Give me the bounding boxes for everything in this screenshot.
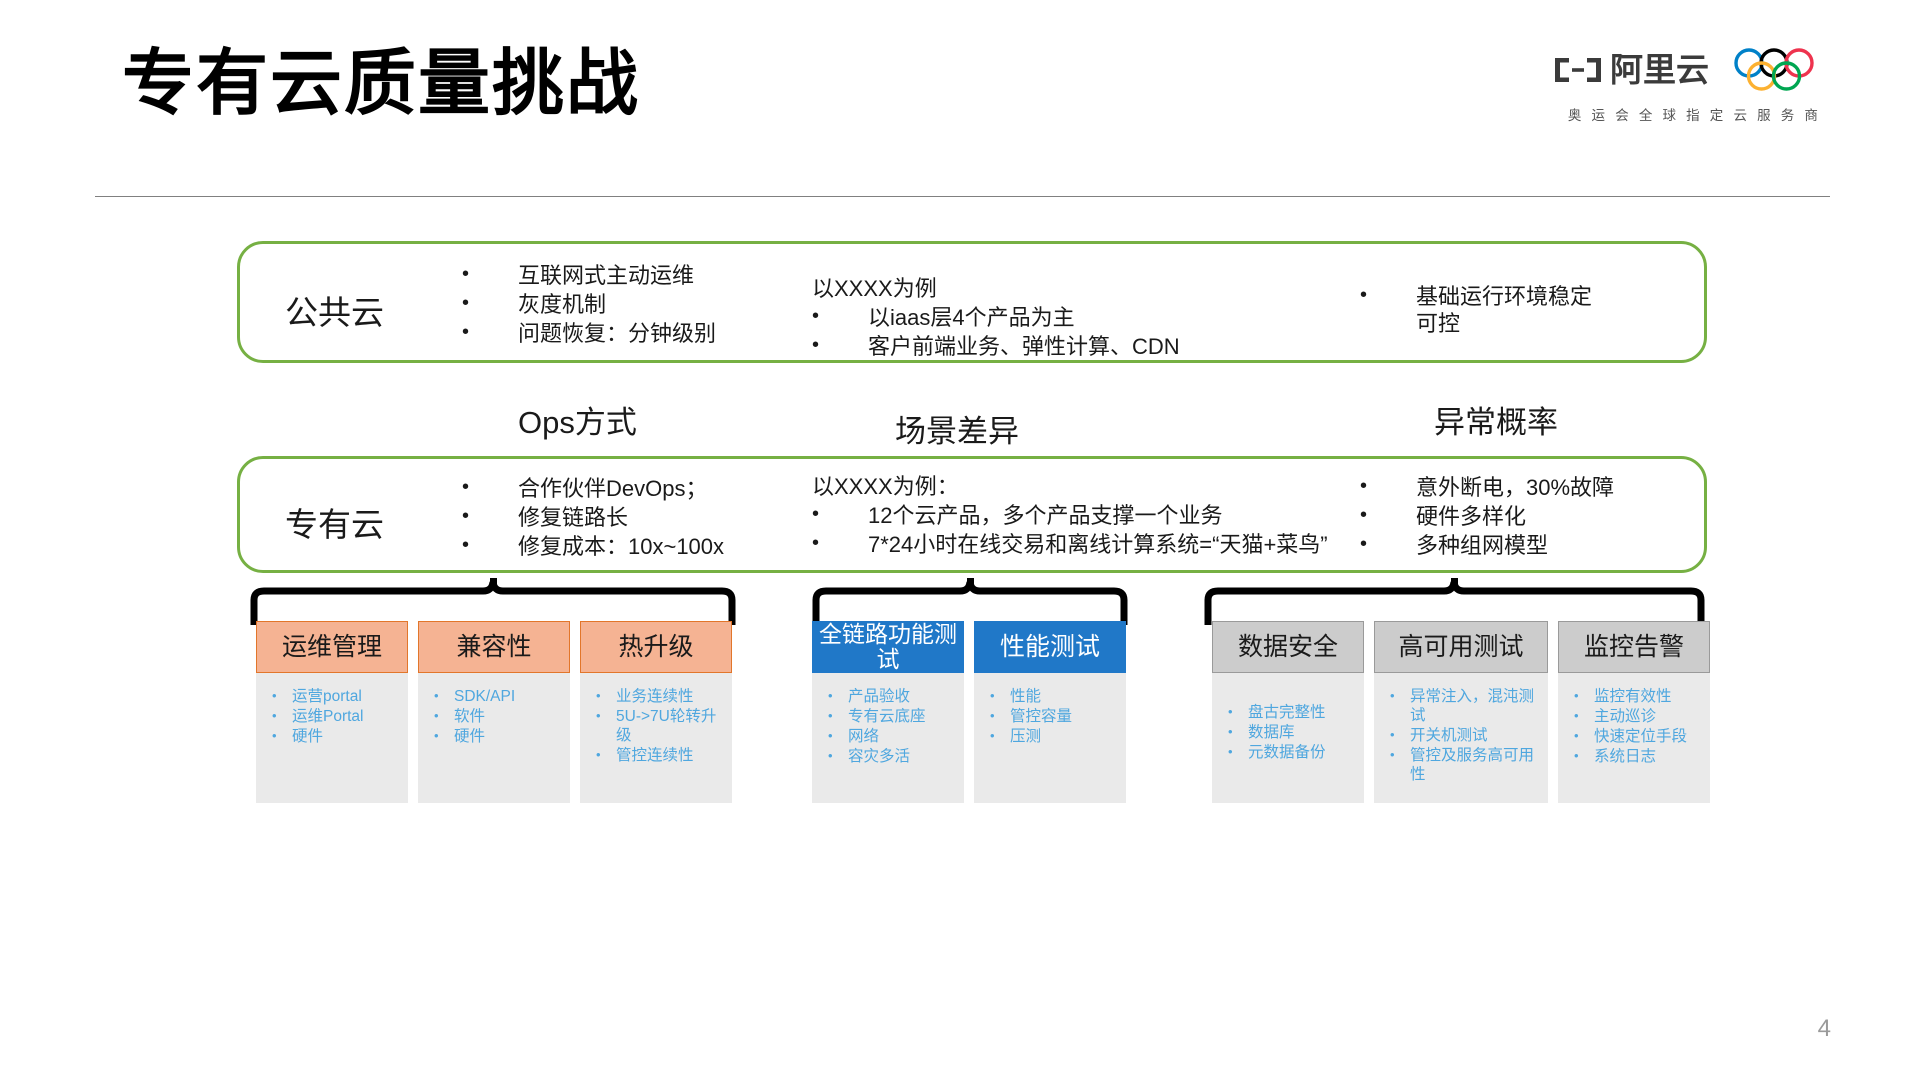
card-anomaly-1[interactable]: 高可用测试 异常注入，混沌测试 开关机测试 管控及服务高可用性 xyxy=(1374,621,1548,803)
alibaba-cloud-logo: 阿里云 奥 运 会 全 球 指 定 云 服 务 商 xyxy=(1552,42,1837,132)
list-item: 软件 xyxy=(428,706,560,726)
header-divider xyxy=(95,196,1830,197)
card-body: 运营portal 运维Portal 硬件 xyxy=(256,673,408,803)
card-title: 全链路功能测试 xyxy=(812,621,964,673)
private-cloud-col2: 以XXXX为例： 12个云产品，多个产品支撑一个业务 7*24小时在线交易和离线… xyxy=(812,473,1328,560)
list-item: 元数据备份 xyxy=(1222,742,1354,762)
page-title: 专有云质量挑战 xyxy=(122,44,641,124)
card-title: 运维管理 xyxy=(256,621,408,673)
card-body: 业务连续性 5U->7U轮转升级 管控连续性 xyxy=(580,673,732,803)
list-item: 业务连续性 xyxy=(590,686,722,706)
page-number: 4 xyxy=(1817,1015,1831,1042)
list-item: 修复成本：10x~100x xyxy=(462,532,724,560)
logo-tagline: 奥 运 会 全 球 指 定 云 服 务 商 xyxy=(1567,108,1822,123)
private-cloud-col3: 意外断电，30%故障 硬件多样化 多种组网模型 xyxy=(1360,473,1614,561)
public-cloud-col1: 互联网式主动运维 灰度机制 问题恢复：分钟级别 xyxy=(462,261,716,349)
list-item: 产品验收 xyxy=(822,686,954,706)
list-item: 盘古完整性 xyxy=(1222,702,1354,722)
public-cloud-col3: 基础运行环境稳定可控 xyxy=(1360,282,1610,339)
list-item: 专有云底座 xyxy=(822,706,954,726)
col2-intro: 以XXXX为例 xyxy=(812,276,937,301)
list-item: 灰度机制 xyxy=(462,290,716,318)
list-item: 问题恢复：分钟级别 xyxy=(462,319,716,347)
list-item: 硬件多样化 xyxy=(1360,502,1614,530)
list-item: 快速定位手段 xyxy=(1568,726,1700,746)
list-item: 管控及服务高可用性 xyxy=(1384,745,1538,784)
card-body: SDK/API 软件 硬件 xyxy=(418,673,570,803)
list-item: 网络 xyxy=(822,726,954,746)
card-title: 兼容性 xyxy=(418,621,570,673)
list-item: 系统日志 xyxy=(1568,746,1700,766)
list-item: 12个云产品，多个产品支撑一个业务 xyxy=(812,501,1328,529)
list-item: 主动巡诊 xyxy=(1568,706,1700,726)
list-item: 管控连续性 xyxy=(590,745,722,765)
card-body: 盘古完整性 数据库 元数据备份 xyxy=(1212,673,1364,803)
list-item: 合作伙伴DevOps； xyxy=(462,474,724,502)
public-cloud-col2: 以XXXX为例 以iaas层4个产品为主 客户前端业务、弹性计算、CDN xyxy=(812,275,1180,362)
card-anomaly-0[interactable]: 数据安全 盘古完整性 数据库 元数据备份 xyxy=(1212,621,1364,803)
card-anomaly-2[interactable]: 监控告警 监控有效性 主动巡诊 快速定位手段 系统日志 xyxy=(1558,621,1710,803)
card-title: 数据安全 xyxy=(1212,621,1364,673)
list-item: 7*24小时在线交易和离线计算系统=“天猫+菜鸟” xyxy=(812,530,1328,558)
card-scenario-0[interactable]: 全链路功能测试 产品验收 专有云底座 网络 容灾多活 xyxy=(812,621,964,803)
private-cloud-label: 专有云 xyxy=(285,506,384,543)
private-cloud-col1: 合作伙伴DevOps； 修复链路长 修复成本：10x~100x xyxy=(462,474,724,562)
list-item: 压测 xyxy=(984,726,1116,746)
section-label-scenario: 场景差异 xyxy=(895,414,1019,449)
public-cloud-label: 公共云 xyxy=(285,294,384,331)
list-item: 管控容量 xyxy=(984,706,1116,726)
list-item: 硬件 xyxy=(428,726,560,746)
card-title: 监控告警 xyxy=(1558,621,1710,673)
list-item: 基础运行环境稳定可控 xyxy=(1360,282,1610,337)
list-item: 硬件 xyxy=(266,726,398,746)
list-item: 运维Portal xyxy=(266,706,398,726)
bracket-ops xyxy=(250,578,736,625)
card-title: 性能测试 xyxy=(974,621,1126,673)
list-item: 异常注入，混沌测试 xyxy=(1384,686,1538,725)
card-ops-1[interactable]: 兼容性 SDK/API 软件 硬件 xyxy=(418,621,570,803)
list-item: 修复链路长 xyxy=(462,503,724,531)
list-item: 容灾多活 xyxy=(822,746,954,766)
list-item: 互联网式主动运维 xyxy=(462,261,716,289)
list-item: 性能 xyxy=(984,686,1116,706)
col2-intro: 以XXXX为例： xyxy=(812,474,959,499)
list-item: 5U->7U轮转升级 xyxy=(590,706,722,745)
section-label-ops: Ops方式 xyxy=(518,405,637,440)
logo-brand-text: 阿里云 xyxy=(1610,51,1709,88)
list-item: 开关机测试 xyxy=(1384,725,1538,745)
olympic-rings-icon xyxy=(1734,48,1814,91)
card-body: 异常注入，混沌测试 开关机测试 管控及服务高可用性 xyxy=(1374,673,1548,803)
list-item: 意外断电，30%故障 xyxy=(1360,473,1614,501)
bracket-anomaly xyxy=(1204,578,1705,625)
card-ops-2[interactable]: 热升级 业务连续性 5U->7U轮转升级 管控连续性 xyxy=(580,621,732,803)
card-title: 高可用测试 xyxy=(1374,621,1548,673)
card-body: 性能 管控容量 压测 xyxy=(974,673,1126,803)
alibaba-cloud-mark-icon xyxy=(1555,58,1601,82)
section-label-anomaly: 异常概率 xyxy=(1434,405,1558,440)
bracket-scenario xyxy=(812,578,1128,625)
card-body: 产品验收 专有云底座 网络 容灾多活 xyxy=(812,673,964,803)
list-item: 运营portal xyxy=(266,686,398,706)
list-item: SDK/API xyxy=(428,686,560,706)
list-item: 监控有效性 xyxy=(1568,686,1700,706)
list-item: 以iaas层4个产品为主 xyxy=(812,303,1180,331)
card-title: 热升级 xyxy=(580,621,732,673)
card-body: 监控有效性 主动巡诊 快速定位手段 系统日志 xyxy=(1558,673,1710,803)
card-scenario-1[interactable]: 性能测试 性能 管控容量 压测 xyxy=(974,621,1126,803)
list-item: 数据库 xyxy=(1222,722,1354,742)
list-item: 多种组网模型 xyxy=(1360,531,1614,559)
card-ops-0[interactable]: 运维管理 运营portal 运维Portal 硬件 xyxy=(256,621,408,803)
list-item: 客户前端业务、弹性计算、CDN xyxy=(812,332,1180,360)
